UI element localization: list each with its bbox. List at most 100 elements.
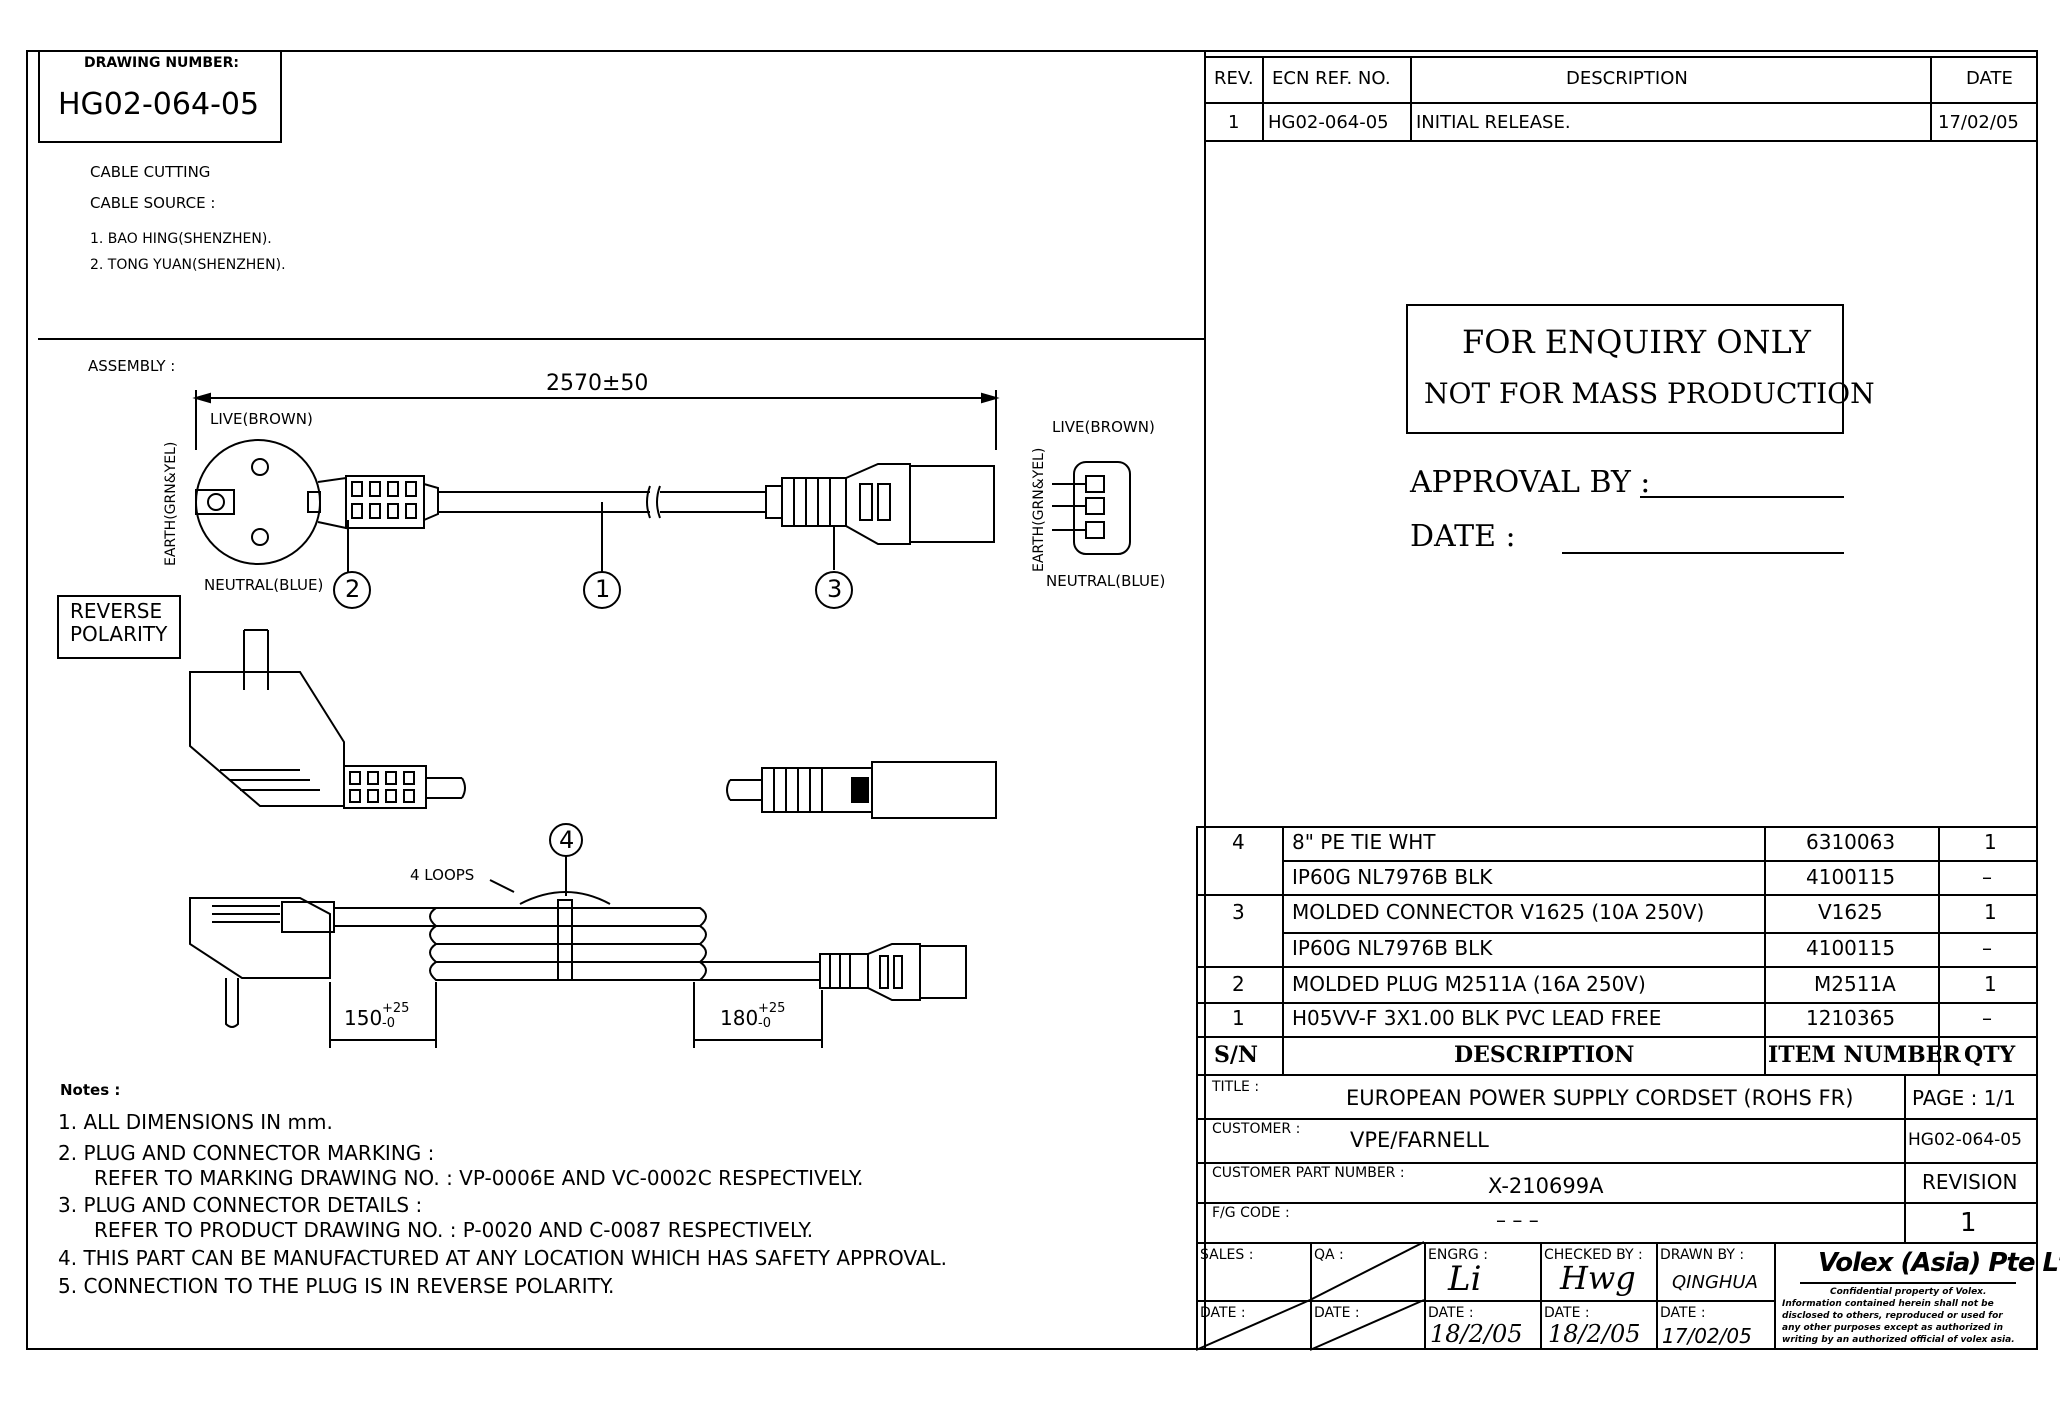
bom-line-1: [1282, 860, 2038, 862]
sig-col-5: [1774, 1242, 1776, 1350]
bom-sn-1: 1: [1232, 1006, 1245, 1030]
rev-col-1: [1262, 56, 1264, 142]
bom-qty-2a: –: [1982, 936, 1992, 960]
note-3: 3. PLUG AND CONNECTOR DETAILS :: [58, 1193, 423, 1217]
fg-code-value: – – –: [1496, 1208, 1539, 1232]
notes-heading: Notes :: [60, 1081, 121, 1099]
conn-live-label: LIVE(BROWN): [1052, 418, 1155, 436]
bom-item-1: 1210365: [1806, 1006, 1896, 1030]
tb-col-rev: [1904, 1074, 1906, 1242]
stamp-line-2: NOT FOR MASS PRODUCTION: [1424, 377, 1875, 410]
cpn-label: CUSTOMER PART NUMBER :: [1212, 1165, 1405, 1181]
dim-150: 150: [344, 1006, 383, 1030]
bom-desc-1: H05VV-F 3X1.00 BLK PVC LEAD FREE: [1292, 1006, 1662, 1030]
cpn-value: X-210699A: [1488, 1174, 1604, 1198]
bom-sn-3: 3: [1232, 900, 1245, 924]
stamp-line-1: FOR ENQUIRY ONLY: [1462, 323, 1811, 361]
callout-3: 3: [827, 575, 843, 603]
rev-col-3: [1930, 56, 1932, 142]
rev-header-rev: REV.: [1214, 68, 1254, 89]
approval-label: APPROVAL BY :: [1410, 465, 1651, 500]
note-4: 4. THIS PART CAN BE MANUFACTURED AT ANY …: [58, 1246, 948, 1270]
note-2-detail: REFER TO MARKING DRAWING NO. : VP-0006E …: [94, 1166, 864, 1190]
note-1: 1. ALL DIMENSIONS IN mm.: [58, 1110, 333, 1134]
callout-2: 2: [345, 575, 361, 603]
checked-date-label: DATE :: [1544, 1305, 1590, 1321]
note-2: 2. PLUG AND CONNECTOR MARKING :: [58, 1141, 435, 1165]
bom-qty-2: 1: [1984, 972, 1997, 996]
drawn-label: DRAWN BY :: [1660, 1247, 1745, 1263]
drawn-date: 17/02/05: [1662, 1324, 1752, 1348]
reverse-polarity-2: POLARITY: [70, 622, 168, 646]
bom-item-3: V1625: [1818, 900, 1883, 924]
bom-header-desc: DESCRIPTION: [1454, 1042, 1635, 1068]
length-dimension: 2570±50: [546, 371, 649, 396]
drawn-name: QINGHUA: [1672, 1272, 1758, 1293]
rev-row-rev: 1: [1228, 112, 1240, 133]
sales-date-label: DATE :: [1200, 1305, 1246, 1321]
drawing-sheet: [26, 50, 2038, 1350]
engrg-date: 18/2/05: [1430, 1320, 1523, 1348]
checked-label: CHECKED BY :: [1544, 1247, 1643, 1263]
bom-item-2a: 4100115: [1806, 936, 1896, 960]
revision-label: REVISION: [1922, 1170, 2018, 1194]
bom-header-item: ITEM NUMBER: [1768, 1042, 1961, 1068]
checked-signature: Hwg: [1560, 1259, 1636, 1297]
dim-150-tol-lower: -0: [382, 1016, 395, 1031]
bom-header-sn: S/N: [1214, 1042, 1259, 1068]
title-value: EUROPEAN POWER SUPPLY CORDSET (ROHS FR): [1346, 1086, 1854, 1110]
note-3-detail: REFER TO PRODUCT DRAWING NO. : P-0020 AN…: [94, 1218, 814, 1242]
fg-code-label: F/G CODE :: [1212, 1205, 1290, 1221]
plug-neutral-label: NEUTRAL(BLUE): [204, 576, 324, 594]
cable-cutting: CABLE CUTTING: [90, 163, 211, 181]
bom-col-1: [1282, 826, 1284, 1076]
checked-date: 18/2/05: [1548, 1320, 1641, 1348]
bom-line-6: [1196, 1036, 2038, 1038]
bom-qty-1: –: [1982, 1006, 1992, 1030]
tb-line-1: [1196, 1118, 2038, 1120]
rev-header-ecn: ECN REF. NO.: [1272, 68, 1391, 89]
company-name: Volex (Asia) Pte Ltd: [1818, 1248, 2060, 1278]
dim-150-tol-upper: +25: [382, 1001, 410, 1016]
title-drawing-number: HG02-064-05: [1908, 1130, 2022, 1150]
drawing-number-box: [38, 50, 282, 143]
bom-desc-4: 8" PE TIE WHT: [1292, 830, 1436, 854]
bom-qty-4: 1: [1984, 830, 1997, 854]
approval-line: [1640, 496, 1844, 498]
tb-line-3: [1196, 1202, 2038, 1204]
rev-divider: [1204, 102, 2038, 104]
assembly-drawing: [57, 390, 1131, 1048]
dim-180-tol-lower: -0: [758, 1016, 771, 1031]
customer-value: VPE/FARNELL: [1350, 1128, 1489, 1152]
bom-desc-2a: IP60G NL7976B BLK: [1292, 936, 1493, 960]
bom-line-4: [1196, 966, 2038, 968]
sales-label: SALES :: [1200, 1247, 1254, 1263]
drawn-date-label: DATE :: [1660, 1305, 1706, 1321]
tb-line-4: [1196, 1242, 2038, 1244]
confidential-1: Confidential property of Volex.: [1830, 1287, 1987, 1297]
note-5: 5. CONNECTION TO THE PLUG IS IN REVERSE …: [58, 1274, 615, 1298]
sig-col-4: [1656, 1242, 1658, 1350]
drawing-number: HG02-064-05: [58, 87, 260, 122]
callout-1: 1: [595, 575, 611, 603]
title-label: TITLE :: [1212, 1079, 1260, 1095]
revision-value: 1: [1960, 1208, 1977, 1238]
bom-line-2: [1196, 894, 2038, 896]
tb-line-5: [1196, 1300, 1774, 1302]
confidential-5: writing by an authorized official of vol…: [1782, 1335, 2015, 1345]
cable-source-1: 1. BAO HING(SHENZHEN).: [90, 231, 272, 247]
bom-desc-3: MOLDED CONNECTOR V1625 (10A 250V): [1292, 900, 1705, 924]
company-underline: [1800, 1282, 2016, 1284]
customer-label: CUSTOMER :: [1212, 1121, 1301, 1137]
sig-col-2: [1424, 1242, 1426, 1350]
bom-sn-4: 4: [1232, 830, 1245, 854]
bom-item-3a: 4100115: [1806, 865, 1896, 889]
rev-header-date: DATE: [1966, 68, 2013, 89]
rev-row-desc: INITIAL RELEASE.: [1416, 112, 1571, 133]
engrg-date-label: DATE :: [1428, 1305, 1474, 1321]
plug-live-label: LIVE(BROWN): [210, 410, 313, 428]
page-number: PAGE : 1/1: [1912, 1086, 2016, 1110]
bom-line-5: [1196, 1002, 2038, 1004]
bom-desc-2: MOLDED PLUG M2511A (16A 250V): [1292, 972, 1646, 996]
